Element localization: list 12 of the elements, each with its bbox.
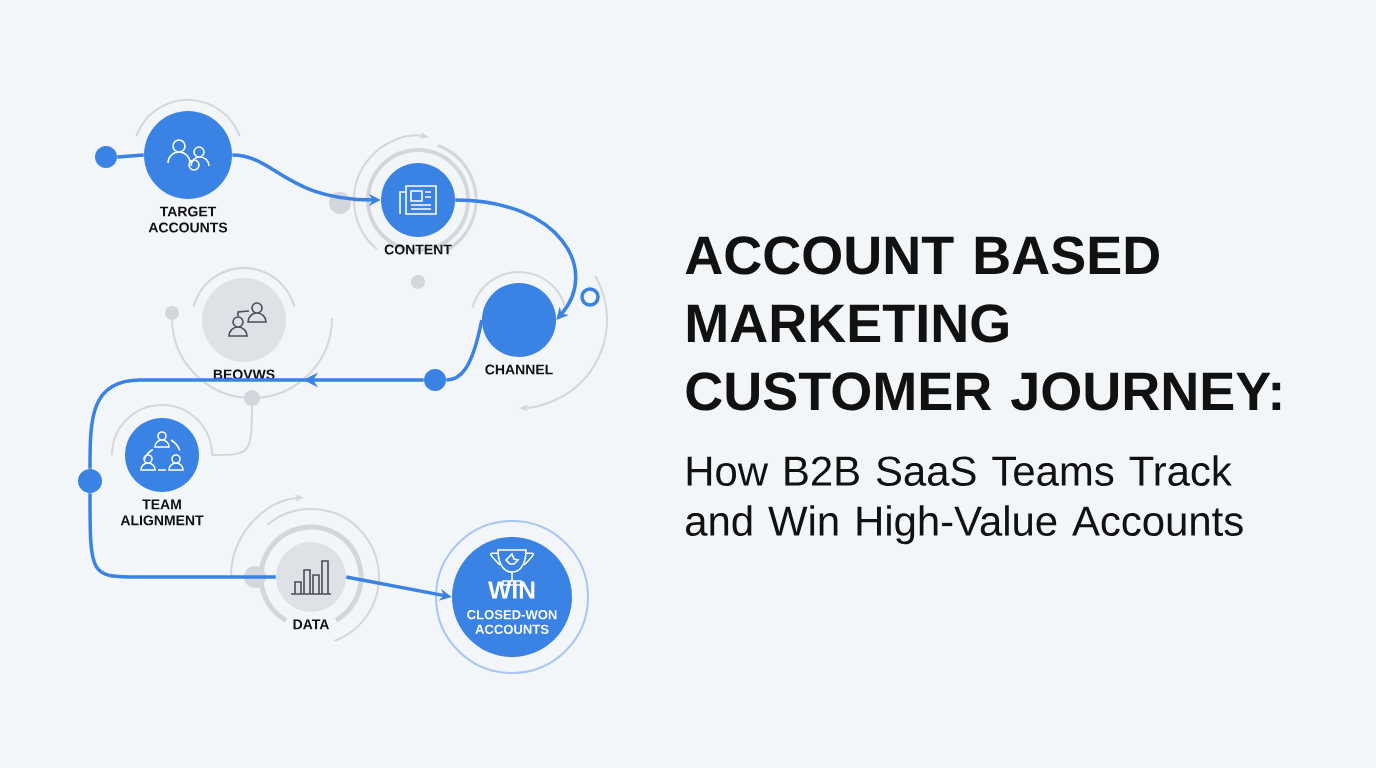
start-dot — [95, 146, 117, 168]
node-label: TEAM ALIGNMENT — [120, 499, 204, 526]
start-dot — [78, 469, 102, 493]
start-dot — [424, 369, 446, 391]
title: ACCOUNT BASED MARKETING CUSTOMER JOURNEY: — [685, 236, 1281, 411]
arrow — [455, 198, 578, 320]
node-label: TARGET ACCOUNTS — [148, 206, 228, 233]
node-label: CHANNEL — [485, 364, 553, 375]
node-label: DATA — [293, 619, 330, 630]
subtitle: How B2B SaaS Teams Track and Win High-Value Accounts — [686, 455, 1243, 545]
node-label: CONTENT — [384, 244, 452, 255]
node-label: BEOVWS — [213, 369, 275, 380]
